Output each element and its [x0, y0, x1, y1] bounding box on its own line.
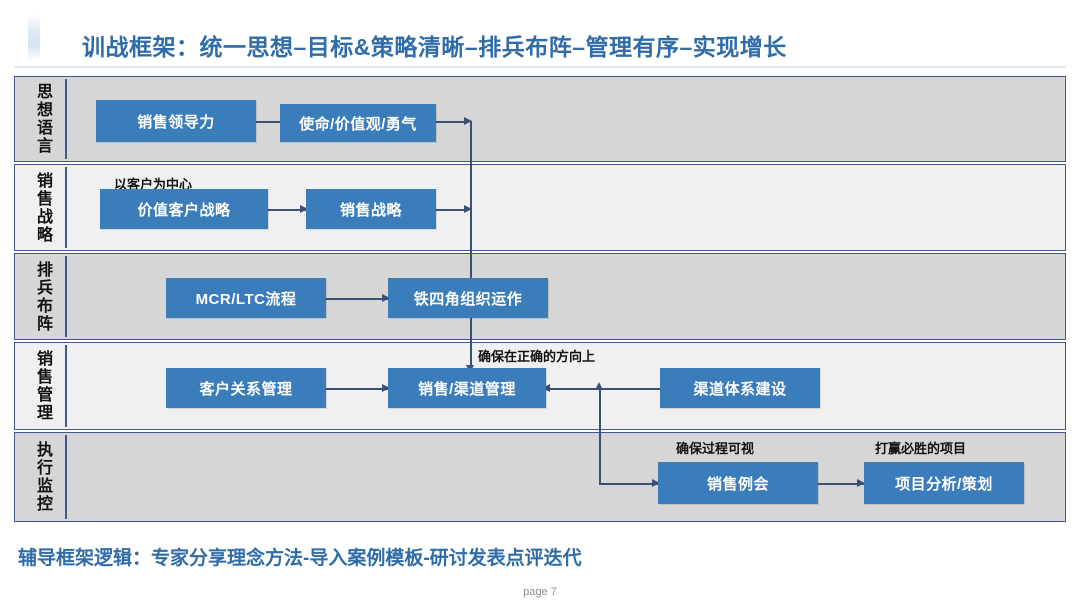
footer-note: 辅导框架逻辑：专家分享理念方法-导入案例模板-研讨发表点评迭代 [18, 548, 582, 569]
title-divider [14, 66, 1066, 68]
node-sales-leadership[interactable]: 销售领导力 [96, 100, 256, 142]
arrowhead-mcr-to-iron-quad [382, 293, 390, 302]
connector-value-customer-to-strategy [266, 209, 308, 211]
page-title: 训战框架：统一思想–目标&策略清晰–排兵布阵–管理有序–实现增长 [82, 34, 787, 60]
node-iron-quad-operation[interactable]: 铁四角组织运作 [388, 278, 548, 318]
arrowhead-mission-to-spine [464, 116, 472, 125]
connector-to-sales-meeting [599, 483, 659, 485]
band-label-troop-deployment: 排兵布阵 [34, 260, 51, 333]
band-label-execution-monitor: 执行监控 [34, 441, 51, 513]
page-number: page 7 [523, 586, 557, 598]
connector-vertical-to-meeting [599, 388, 601, 484]
band-divider [65, 256, 67, 337]
annotation-process-visible: 确保过程可视 [676, 441, 755, 456]
arrowhead-meeting-to-project-analysis [857, 478, 865, 487]
node-mission-values-courage[interactable]: 使命/价值观/勇气 [280, 104, 436, 142]
band-divider [65, 435, 67, 519]
arrowhead-junction-up [595, 382, 603, 390]
band-divider [65, 345, 67, 427]
annotation-customer-centric: 以客户为中心 [114, 177, 193, 192]
connector-mission-to-spine [434, 121, 469, 123]
node-project-analysis-plan[interactable]: 项目分析/策划 [864, 462, 1024, 504]
annotation-right-direction: 确保在正确的方向上 [478, 349, 596, 364]
annotation-win-must-win-project: 打赢必胜的项目 [875, 441, 967, 456]
band-label-sales-strategy: 销售战略 [34, 171, 51, 244]
arrowhead-to-sales-meeting [652, 478, 660, 487]
connector-crm-to-sales-channel [324, 388, 389, 390]
training-framework-diagram: 思想语言 销售战略 排兵布阵 销售管理 执行监控 [14, 76, 1066, 522]
connector-mcr-to-iron-quad [324, 298, 389, 300]
band-label-sales-management: 销售管理 [34, 350, 51, 422]
decorative-accent-bar [28, 14, 40, 60]
node-sales-channel-mgmt[interactable]: 销售/渠道管理 [388, 368, 546, 408]
connector-leadership-to-mission [254, 121, 282, 123]
node-mcr-ltc-process[interactable]: MCR/LTC流程 [166, 278, 326, 318]
connector-meeting-to-project-analysis [799, 483, 864, 485]
band-divider [65, 167, 67, 248]
connector-vertical-spine [470, 121, 472, 373]
band-execution-monitor: 执行监控 [14, 432, 1066, 522]
band-divider [65, 79, 67, 159]
node-sales-routine-meeting[interactable]: 销售例会 [658, 462, 818, 504]
band-label-ideology-language: 思想语言 [34, 83, 51, 155]
node-value-customer-strategy[interactable]: 价值客户战略 [100, 189, 268, 229]
arrowhead-channel-build-to-sales-channel [542, 383, 550, 392]
arrowhead-crm-to-sales-channel [382, 383, 390, 392]
node-customer-relationship[interactable]: 客户关系管理 [166, 368, 326, 408]
connector-strategy-to-spine [434, 209, 469, 211]
node-channel-system-build[interactable]: 渠道体系建设 [660, 368, 820, 408]
arrowhead-value-customer-to-strategy [300, 204, 308, 213]
node-sales-strategy[interactable]: 销售战略 [306, 189, 436, 229]
arrowhead-strategy-to-spine [464, 204, 472, 213]
